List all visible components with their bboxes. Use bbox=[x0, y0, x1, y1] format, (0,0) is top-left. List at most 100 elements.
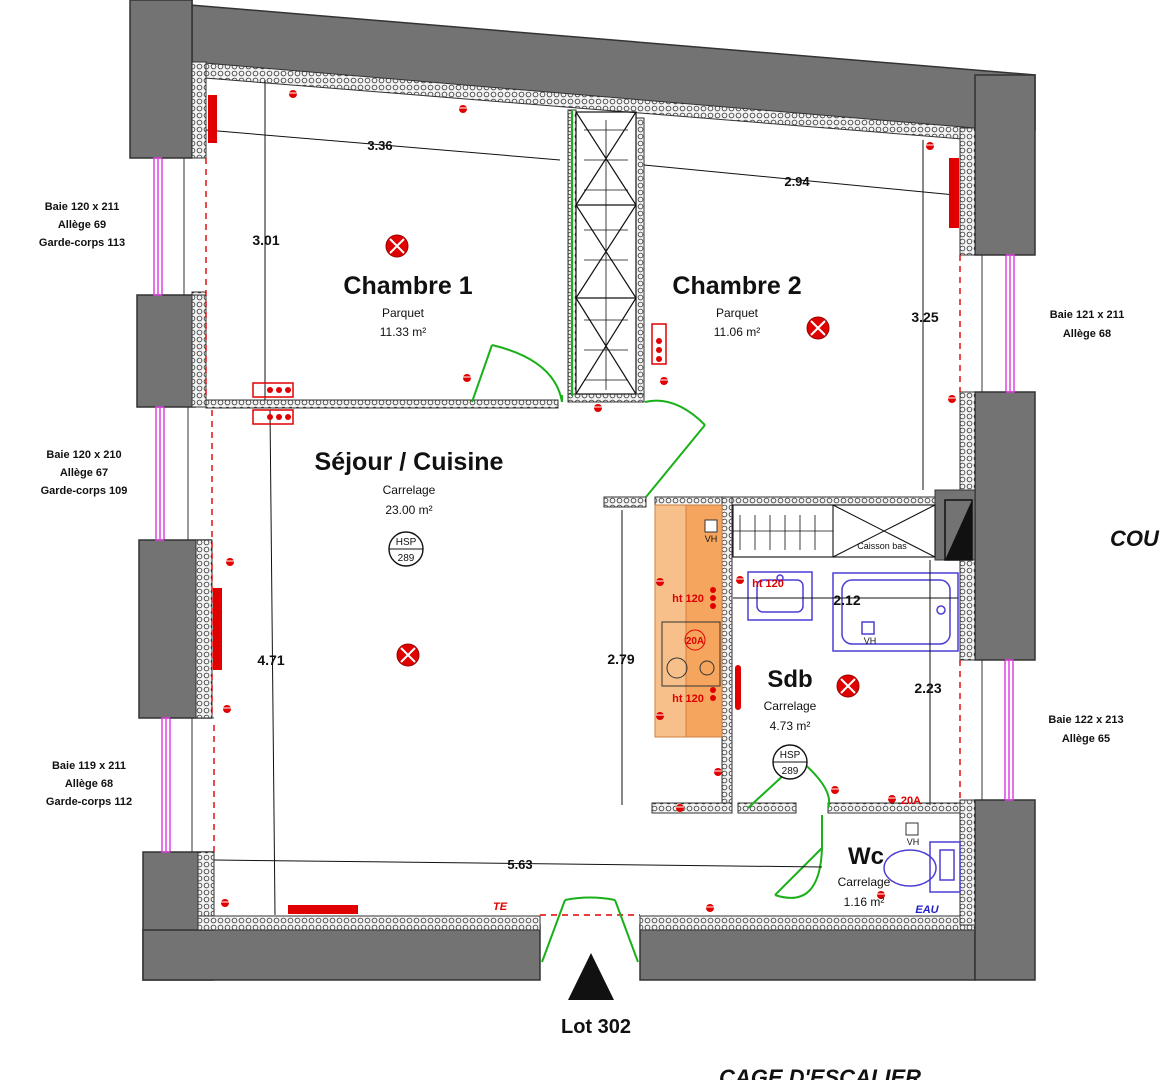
svg-text:Allège 67: Allège 67 bbox=[60, 467, 108, 479]
room-sdb: Sdb Carrelage 4.73 m² bbox=[764, 666, 817, 733]
window-note-east-1: Baie 121 x 211 Allège 68 bbox=[1050, 309, 1125, 340]
hsp-value: 289 bbox=[398, 553, 415, 564]
svg-text:Baie 120 x 210: Baie 120 x 210 bbox=[46, 449, 121, 461]
hsp-label: HSP bbox=[780, 750, 801, 761]
svg-text:Garde-corps 109: Garde-corps 109 bbox=[41, 485, 128, 497]
svg-text:Baie 122 x 213: Baie 122 x 213 bbox=[1048, 714, 1123, 726]
ceiling-light-icon bbox=[806, 316, 830, 340]
svg-text:Baie 121 x 211: Baie 121 x 211 bbox=[1050, 309, 1125, 321]
room-area: 11.06 m² bbox=[714, 325, 760, 339]
circuit-label: 20A bbox=[901, 795, 921, 807]
window-note-west-1: Baie 120 x 211 Allège 69 Garde-corps 113 bbox=[39, 201, 125, 249]
window-reveals bbox=[162, 157, 1006, 853]
room-name: Sdb bbox=[767, 666, 812, 693]
room-floor: Carrelage bbox=[838, 875, 891, 889]
cabinet-label: Caisson bas bbox=[857, 541, 907, 551]
hsp-marker: HSP 289 bbox=[388, 531, 424, 567]
height-label: ht 120 bbox=[672, 593, 704, 605]
room-chambre-2: Chambre 2 Parquet 11.06 m² bbox=[672, 272, 801, 339]
dim-3-36: 3.36 bbox=[367, 138, 392, 153]
room-floor: Carrelage bbox=[764, 699, 817, 713]
svg-text:Allège 65: Allège 65 bbox=[1062, 733, 1110, 745]
courtyard-label: COU bbox=[1110, 526, 1160, 551]
window-note-east-2: Baie 122 x 213 Allège 65 bbox=[1048, 714, 1123, 745]
lot-label: Lot 302 bbox=[561, 1016, 631, 1038]
dimension-labels: 3.36 2.94 3.01 3.25 4.71 2.79 2.12 2.23 … bbox=[252, 138, 941, 872]
svg-text:Baie 119 x 211: Baie 119 x 211 bbox=[52, 760, 126, 772]
svg-text:Allège 68: Allège 68 bbox=[65, 778, 113, 790]
washbasin bbox=[747, 571, 813, 621]
dim-4-71: 4.71 bbox=[257, 652, 284, 668]
wall-south-east bbox=[639, 924, 976, 981]
dimension-lines bbox=[205, 80, 958, 916]
room-name: Chambre 2 bbox=[672, 272, 801, 300]
dim-3-25: 3.25 bbox=[911, 309, 938, 325]
duct-shaft-icon bbox=[945, 500, 972, 560]
window-note-west-2: Baie 120 x 210 Allège 67 Garde-corps 109 bbox=[41, 449, 128, 497]
radiator bbox=[949, 158, 959, 228]
room-area: 1.16 m² bbox=[844, 895, 885, 909]
room-area: 4.73 m² bbox=[770, 719, 811, 733]
annotations: ht 120 ht 120 ht 120 20A 20A TE EAU Cais… bbox=[493, 534, 940, 916]
insulation-layer bbox=[191, 61, 976, 931]
ceiling-light-icon bbox=[396, 643, 420, 667]
exterior-walls bbox=[129, 0, 1036, 981]
room-name: Chambre 1 bbox=[343, 272, 472, 300]
vent-label: VH bbox=[864, 636, 877, 646]
svg-text:Allège 68: Allège 68 bbox=[1063, 328, 1111, 340]
radiator bbox=[208, 95, 217, 143]
height-label: ht 120 bbox=[752, 578, 784, 590]
doors bbox=[471, 344, 831, 963]
wall-south-west bbox=[142, 924, 541, 981]
room-floor: Carrelage bbox=[383, 483, 436, 497]
svg-text:Allège 69: Allège 69 bbox=[58, 219, 106, 231]
height-label: ht 120 bbox=[672, 693, 704, 705]
room-floor: Parquet bbox=[716, 306, 759, 320]
ceiling-light-icon bbox=[836, 674, 860, 698]
switch-block bbox=[252, 323, 667, 425]
window-note-west-3: Baie 119 x 211 Allège 68 Garde-corps 112 bbox=[46, 760, 132, 808]
room-chambre-1: Chambre 1 Parquet 11.33 m² bbox=[343, 272, 472, 339]
dim-2-12: 2.12 bbox=[833, 592, 860, 608]
hsp-value: 289 bbox=[782, 766, 799, 777]
vent-label: VH bbox=[705, 534, 718, 544]
hsp-label: HSP bbox=[396, 537, 417, 548]
wall-east-1 bbox=[974, 74, 1036, 256]
wall-west-1 bbox=[129, 0, 193, 159]
svg-text:Garde-corps 113: Garde-corps 113 bbox=[39, 237, 125, 249]
ceiling-light-icon bbox=[385, 234, 409, 258]
svg-text:Garde-corps 112: Garde-corps 112 bbox=[46, 796, 132, 808]
circuit-label: 20A bbox=[686, 636, 704, 647]
vent-label: VH bbox=[907, 837, 920, 847]
room-area: 11.33 m² bbox=[380, 325, 426, 339]
windows bbox=[153, 157, 1015, 853]
room-name: Séjour / Cuisine bbox=[315, 448, 504, 476]
room-area: 23.00 m² bbox=[385, 503, 432, 517]
toilet bbox=[883, 841, 961, 893]
wall-east-3 bbox=[974, 799, 1036, 981]
dim-3-01: 3.01 bbox=[252, 232, 279, 248]
room-floor: Parquet bbox=[382, 306, 425, 320]
dim-2-79: 2.79 bbox=[607, 651, 634, 667]
room-sejour-cuisine: Séjour / Cuisine Carrelage 23.00 m² bbox=[315, 448, 504, 517]
dim-5-63: 5.63 bbox=[507, 857, 532, 872]
hsp-marker: HSP 289 bbox=[772, 744, 808, 780]
electrical-symbols bbox=[208, 89, 959, 914]
room-name: Wc bbox=[848, 843, 884, 870]
towel-radiator bbox=[735, 665, 741, 710]
wardrobe bbox=[575, 111, 637, 395]
stairwell-label: CAGE D'ESCALIER bbox=[719, 1065, 921, 1080]
room-wc: Wc Carrelage 1.16 m² bbox=[838, 843, 891, 909]
opening-lines bbox=[205, 158, 961, 916]
low-cabinet bbox=[732, 504, 936, 558]
water-label: EAU bbox=[915, 904, 939, 916]
wall-west-2 bbox=[136, 294, 196, 408]
wall-east-2 bbox=[974, 391, 1036, 661]
bathtub bbox=[832, 572, 959, 652]
entrance-arrow-icon bbox=[568, 953, 614, 1000]
radiator bbox=[288, 905, 358, 914]
radiator bbox=[213, 588, 222, 670]
dim-2-94: 2.94 bbox=[784, 174, 810, 189]
svg-text:Baie 120 x 211: Baie 120 x 211 bbox=[45, 201, 120, 213]
